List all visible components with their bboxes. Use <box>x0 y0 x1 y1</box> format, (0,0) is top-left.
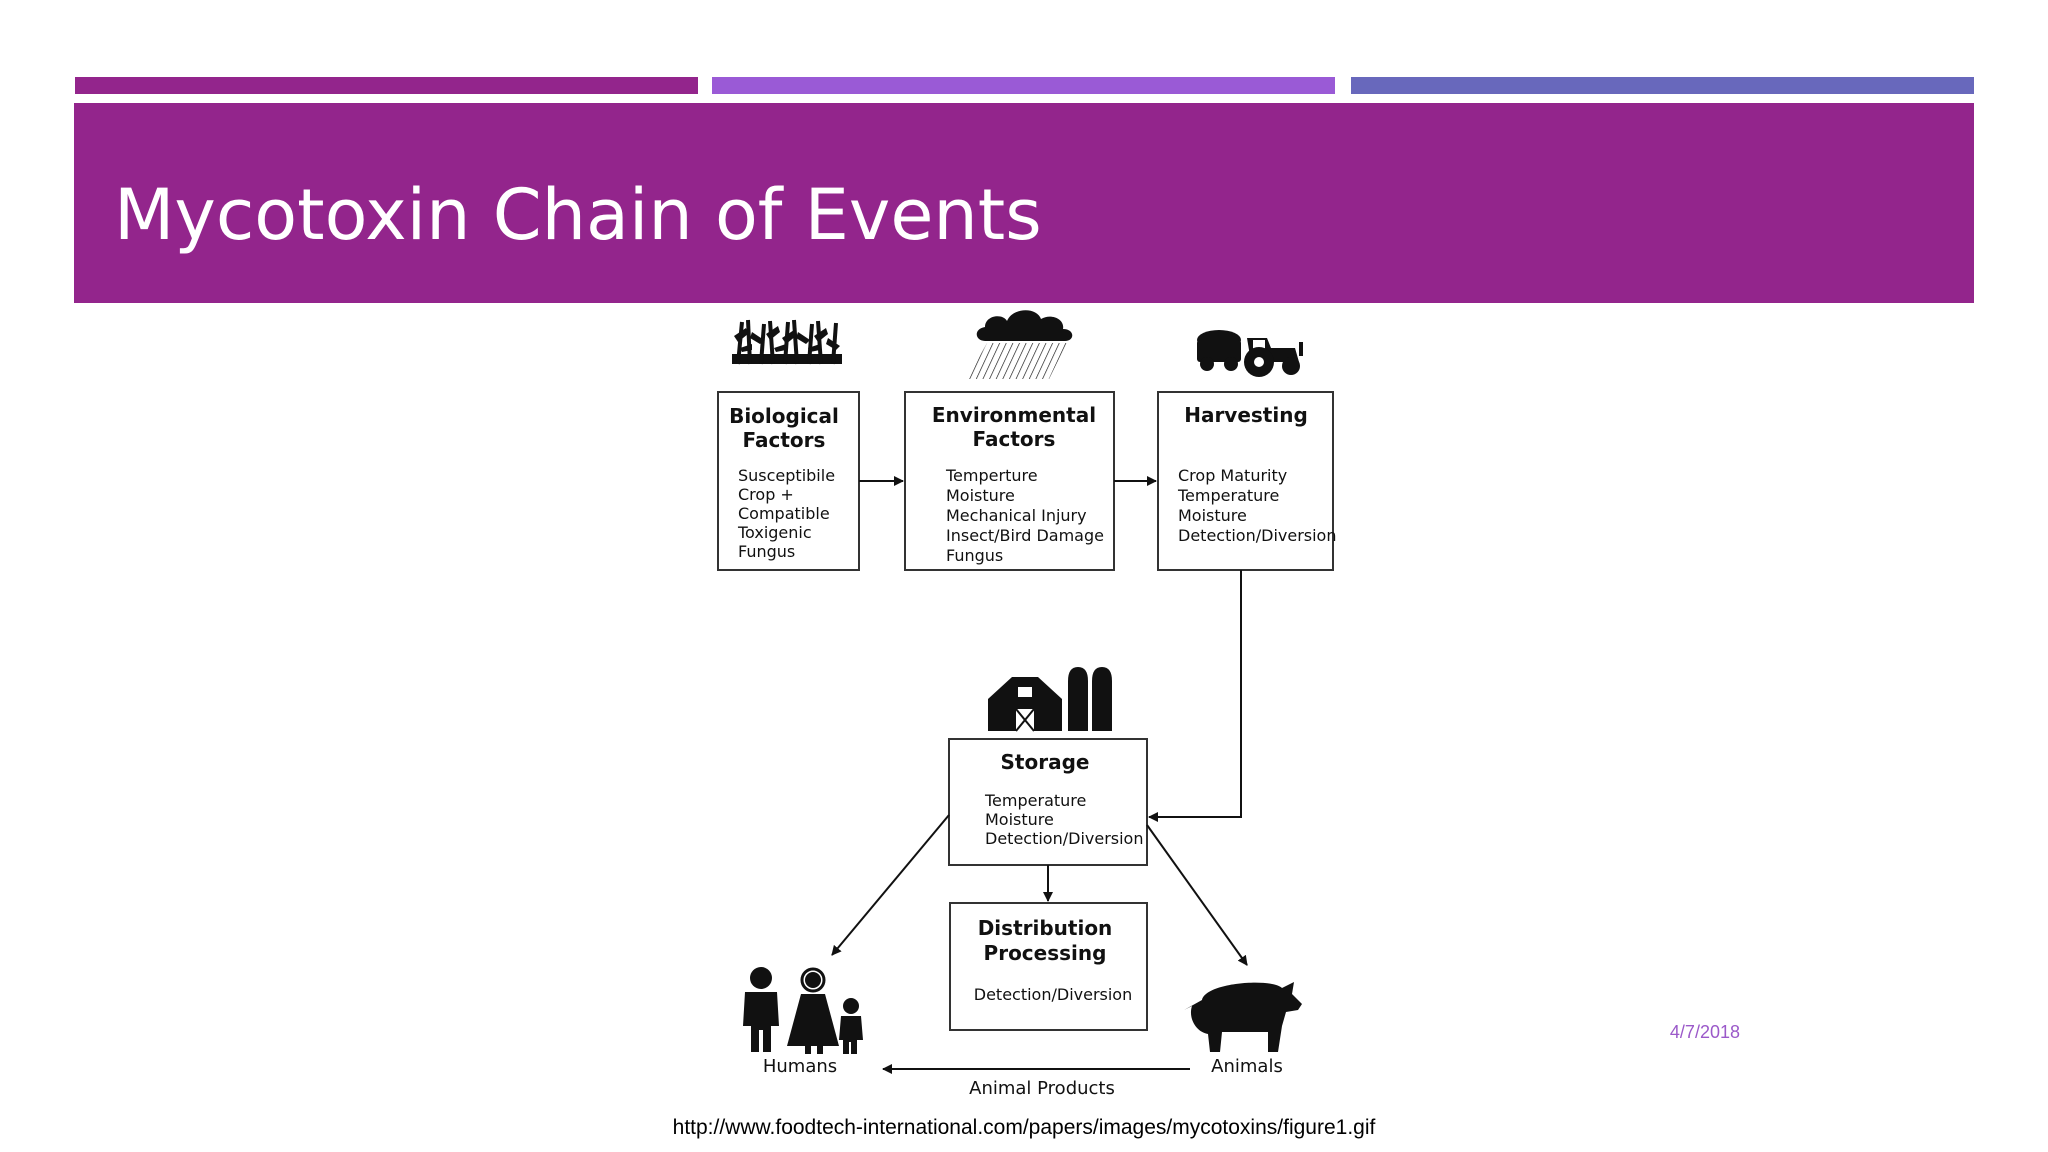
slide-title: Mycotoxin Chain of Events <box>114 174 1042 256</box>
accent-bar-3 <box>1351 77 1974 94</box>
accent-bar-1 <box>75 77 698 94</box>
environmental-item: Fungus <box>946 546 1003 565</box>
harvesting-item: Temperature <box>1177 486 1279 505</box>
distribution-title-line: Processing <box>984 941 1107 965</box>
harvesting-item: Crop Maturity <box>1178 466 1287 485</box>
storage-item: Temperature <box>984 791 1086 810</box>
barn-silo-icon <box>988 667 1112 732</box>
title-band <box>74 103 1974 303</box>
distribution-processing-box <box>949 902 1148 1031</box>
source-url: http://www.foodtech-international.com/pa… <box>672 1116 1376 1139</box>
storage-title-line: Storage <box>1001 750 1090 774</box>
biological-item: Crop + <box>738 485 794 504</box>
corn-crop-icon <box>732 319 842 365</box>
harvesting-title-line: Harvesting <box>1184 403 1308 427</box>
environmental-title-line: Environmental <box>932 403 1096 427</box>
environmental-item: Moisture <box>946 486 1015 505</box>
storage-box <box>948 738 1148 866</box>
biological-factors-box <box>717 391 860 571</box>
environmental-title-line: Factors <box>973 427 1056 451</box>
biological-item: Toxigenic <box>737 523 812 542</box>
tractor-icon <box>1197 330 1303 377</box>
harvesting-item: Moisture <box>1178 506 1247 525</box>
arrow-storage-to-humans <box>831 814 950 956</box>
arrow-harvesting-to-storage <box>1148 570 1242 822</box>
pig-icon <box>1184 982 1302 1052</box>
slide-date: 4/7/2018 <box>1669 1022 1740 1042</box>
harvesting-item: Detection/Diversion <box>1178 526 1336 545</box>
biological-item: Susceptibile <box>738 466 835 485</box>
animals-label: Animals <box>1211 1056 1283 1077</box>
family-icon <box>743 967 863 1054</box>
environmental-factors-box <box>904 391 1115 571</box>
storage-item: Moisture <box>985 810 1054 829</box>
accent-bar-2 <box>712 77 1335 94</box>
environmental-item: Temperture <box>945 466 1038 485</box>
environmental-item: Insect/Bird Damage <box>946 526 1104 545</box>
biological-title-line: Factors <box>743 428 826 452</box>
biological-item: Fungus <box>738 542 795 561</box>
arrow-storage-to-animals <box>1146 824 1248 966</box>
distribution-title-line: Distribution <box>978 916 1113 940</box>
rain-cloud-icon <box>967 310 1073 379</box>
biological-title-line: Biological <box>729 404 839 428</box>
humans-label: Humans <box>763 1056 837 1077</box>
environmental-item: Mechanical Injury <box>946 506 1087 525</box>
distribution-item: Detection/Diversion <box>974 985 1132 1004</box>
animal-products-label: Animal Products <box>969 1078 1115 1099</box>
harvesting-box <box>1157 391 1334 571</box>
storage-item: Detection/Diversion <box>985 829 1143 848</box>
biological-item: Compatible <box>738 504 830 523</box>
